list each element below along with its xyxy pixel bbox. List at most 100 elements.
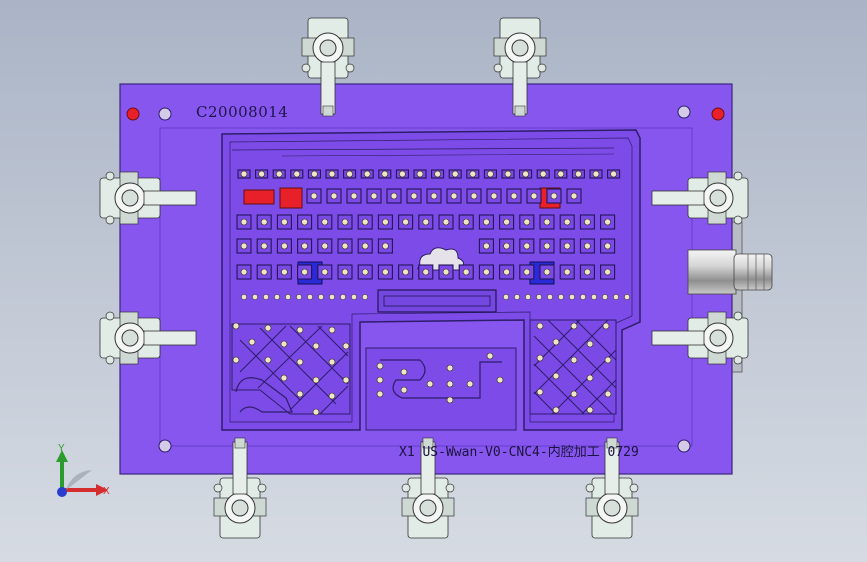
- center-slot-inner: [383, 295, 491, 307]
- small-hole: [318, 294, 324, 300]
- small-hole: [613, 294, 619, 300]
- key-cavity: [337, 238, 353, 254]
- mesh-hole: [342, 342, 350, 350]
- key-cavity: [539, 238, 555, 254]
- key-cavity: [559, 264, 575, 280]
- small-hole: [525, 294, 531, 300]
- key-cavity: [431, 169, 445, 179]
- mesh-hole: [536, 354, 544, 362]
- key-cavity: [413, 169, 427, 179]
- small-hole: [241, 294, 247, 300]
- key-cavity: [337, 264, 353, 280]
- mesh-hole: [586, 406, 594, 414]
- small-hole: [340, 294, 346, 300]
- mesh-hole: [552, 406, 560, 414]
- mesh-hole: [376, 376, 384, 384]
- center-slot: [377, 289, 497, 313]
- key-cavity: [325, 169, 339, 179]
- clamp-assembly[interactable]: [651, 171, 749, 225]
- mesh-hole: [264, 324, 272, 332]
- clamp-assembly[interactable]: [401, 437, 455, 539]
- key-cavity: [506, 188, 522, 204]
- key-cavity: [236, 264, 252, 280]
- key-cavity: [256, 214, 272, 230]
- mesh-hole: [426, 380, 434, 388]
- key-cavity: [386, 188, 402, 204]
- key-cavity: [539, 214, 555, 230]
- mesh-hole: [446, 364, 454, 372]
- clamp-assembly[interactable]: [585, 437, 639, 539]
- mesh-hole: [586, 340, 594, 348]
- mesh-hole: [312, 376, 320, 384]
- clamp-assembly[interactable]: [213, 437, 267, 539]
- key-cavity: [297, 264, 313, 280]
- key-cavity: [290, 169, 304, 179]
- mesh-hole: [466, 380, 474, 388]
- key-cavity: [418, 264, 434, 280]
- key-cavity: [600, 264, 616, 280]
- key-cavity: [499, 214, 515, 230]
- top-rail: [231, 147, 615, 151]
- key-cavity: [536, 169, 550, 179]
- clamp-assembly[interactable]: [301, 17, 355, 117]
- key-cavity: [256, 238, 272, 254]
- key-cavity: [426, 188, 442, 204]
- clamp-assembly[interactable]: [493, 17, 547, 117]
- key-cavity: [272, 169, 286, 179]
- axis-triad-icon: [56, 450, 108, 497]
- mesh-hole: [602, 322, 610, 330]
- key-cavity: [458, 214, 474, 230]
- key-cavity: [589, 169, 603, 179]
- mesh-hole: [376, 390, 384, 398]
- key-cavity: [539, 264, 555, 280]
- key-cavity: [600, 238, 616, 254]
- key-cavity: [546, 188, 562, 204]
- key-cavity: [501, 169, 515, 179]
- key-cavity: [571, 169, 585, 179]
- clamp-assembly[interactable]: [651, 311, 749, 365]
- key-cavity: [519, 169, 533, 179]
- key-cavity: [526, 188, 542, 204]
- key-cavity: [236, 214, 252, 230]
- clamp-assembly[interactable]: [99, 171, 197, 225]
- key-cavity: [600, 214, 616, 230]
- mesh-hole: [264, 356, 272, 364]
- clamp-assembly[interactable]: [99, 311, 197, 365]
- mesh-hole: [280, 374, 288, 382]
- mesh-hole: [342, 376, 350, 384]
- red-marker-2: [279, 187, 303, 209]
- key-cavity: [519, 238, 535, 254]
- mesh-hole: [296, 326, 304, 334]
- mesh-holes: [232, 322, 612, 416]
- clamp-assemblies[interactable]: [99, 17, 749, 539]
- small-hole: [569, 294, 575, 300]
- key-cavity: [519, 264, 535, 280]
- small-hole: [307, 294, 313, 300]
- key-cavity: [255, 169, 269, 179]
- key-cavity: [357, 214, 373, 230]
- small-hole: [362, 294, 368, 300]
- key-cavity: [478, 264, 494, 280]
- key-cavity: [306, 188, 322, 204]
- mesh-hole: [296, 390, 304, 398]
- mesh-hole: [328, 358, 336, 366]
- small-hole: [296, 294, 302, 300]
- red-dot-left: [126, 107, 140, 121]
- mesh-hole: [328, 326, 336, 334]
- key-cavity: [466, 188, 482, 204]
- key-cavity: [276, 214, 292, 230]
- small-hole: [503, 294, 509, 300]
- key-cavity: [486, 188, 502, 204]
- key-cavity: [438, 264, 454, 280]
- key-cavity: [237, 169, 251, 179]
- key-cavity: [483, 169, 497, 179]
- key-cavity: [519, 214, 535, 230]
- mesh-hole: [312, 342, 320, 350]
- small-hole: [514, 294, 520, 300]
- corner-screws: [158, 105, 691, 453]
- key-cavity: [448, 169, 462, 179]
- part-number-label: C20008014: [196, 103, 289, 121]
- mesh-hole: [248, 338, 256, 346]
